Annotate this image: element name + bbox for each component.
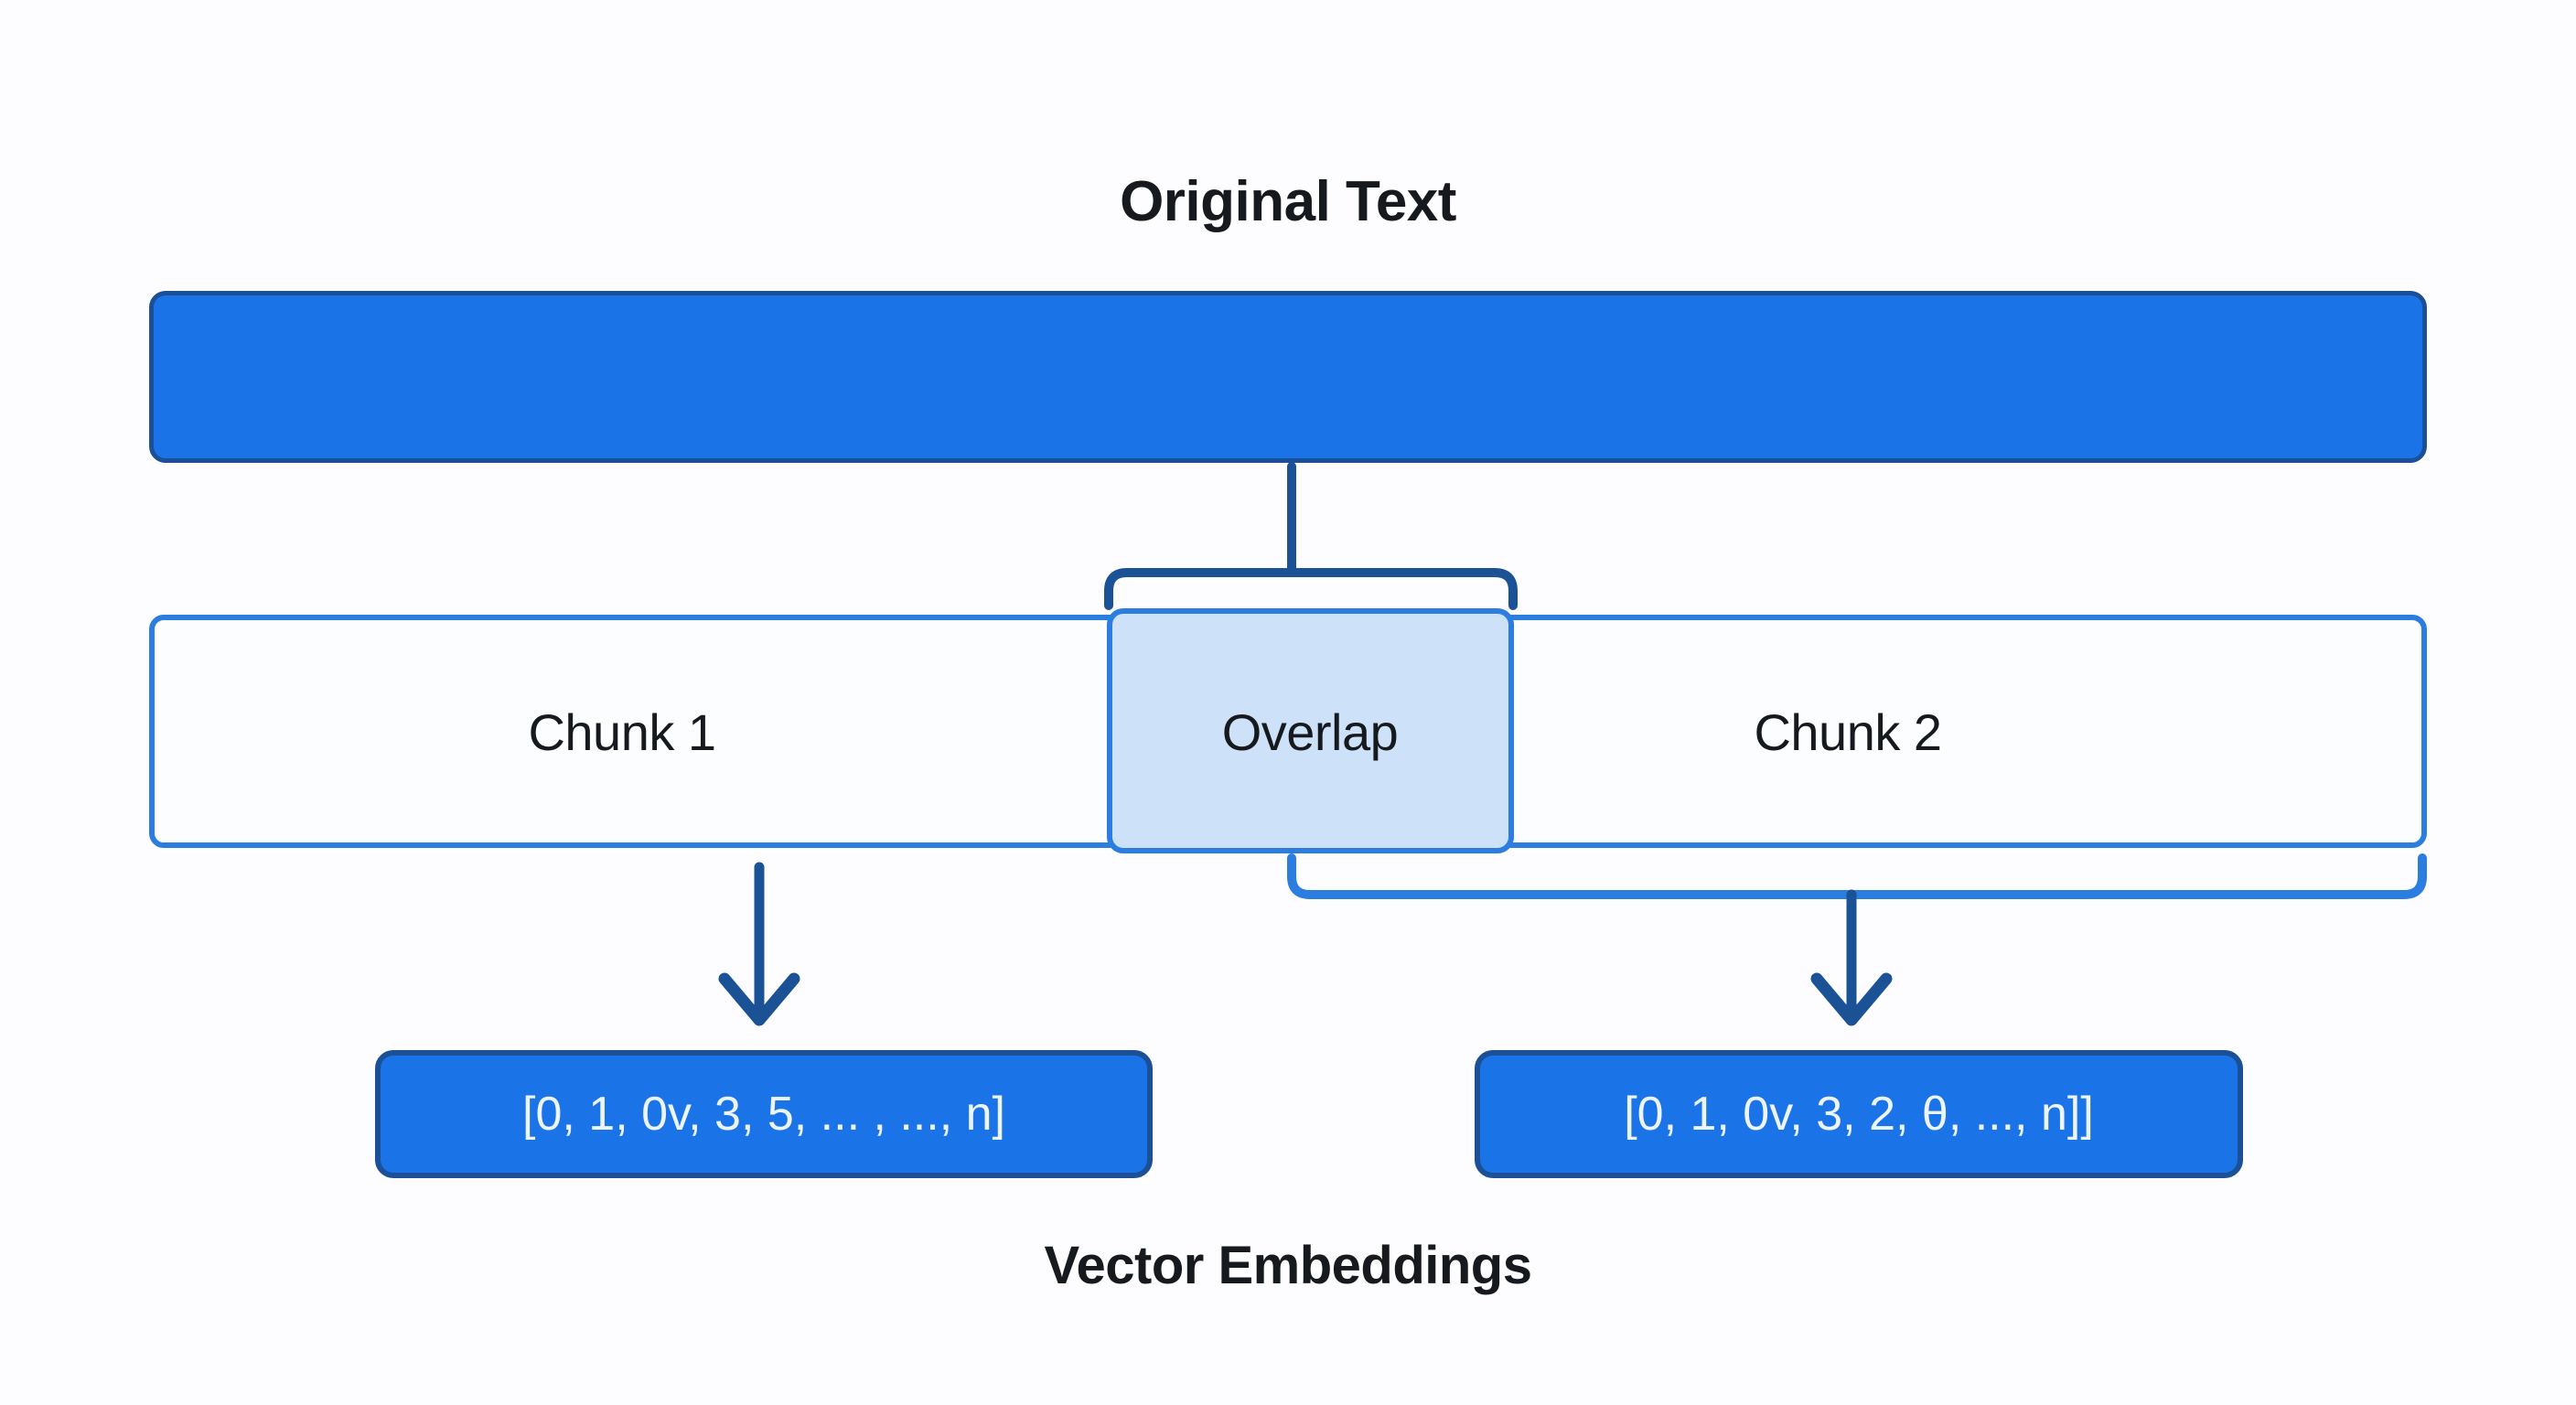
overlap-label: Overlap bbox=[1221, 703, 1399, 761]
arrow-chunk2-head-icon bbox=[1810, 972, 1893, 1026]
overlap-box bbox=[1107, 608, 1514, 853]
vector-embedding-box-1: [0, 1, 0v, 3, 5, ... , ..., n] bbox=[375, 1050, 1153, 1178]
original-text-title: Original Text bbox=[1120, 170, 1456, 233]
chunk-2-label: Chunk 2 bbox=[1754, 703, 1942, 761]
vector-embedding-box-2: [0, 1, 0v, 3, 2, θ, ..., n]] bbox=[1475, 1050, 2243, 1178]
overlap-bracket-top bbox=[1104, 568, 1518, 610]
original-text-bar bbox=[149, 291, 2427, 463]
overlap-bracket-bottom bbox=[1287, 853, 2427, 899]
vector-embeddings-title: Vector Embeddings bbox=[1044, 1236, 1532, 1295]
chunk-1-label: Chunk 1 bbox=[528, 703, 716, 761]
arrow-chunk1-head-icon bbox=[718, 972, 800, 1026]
